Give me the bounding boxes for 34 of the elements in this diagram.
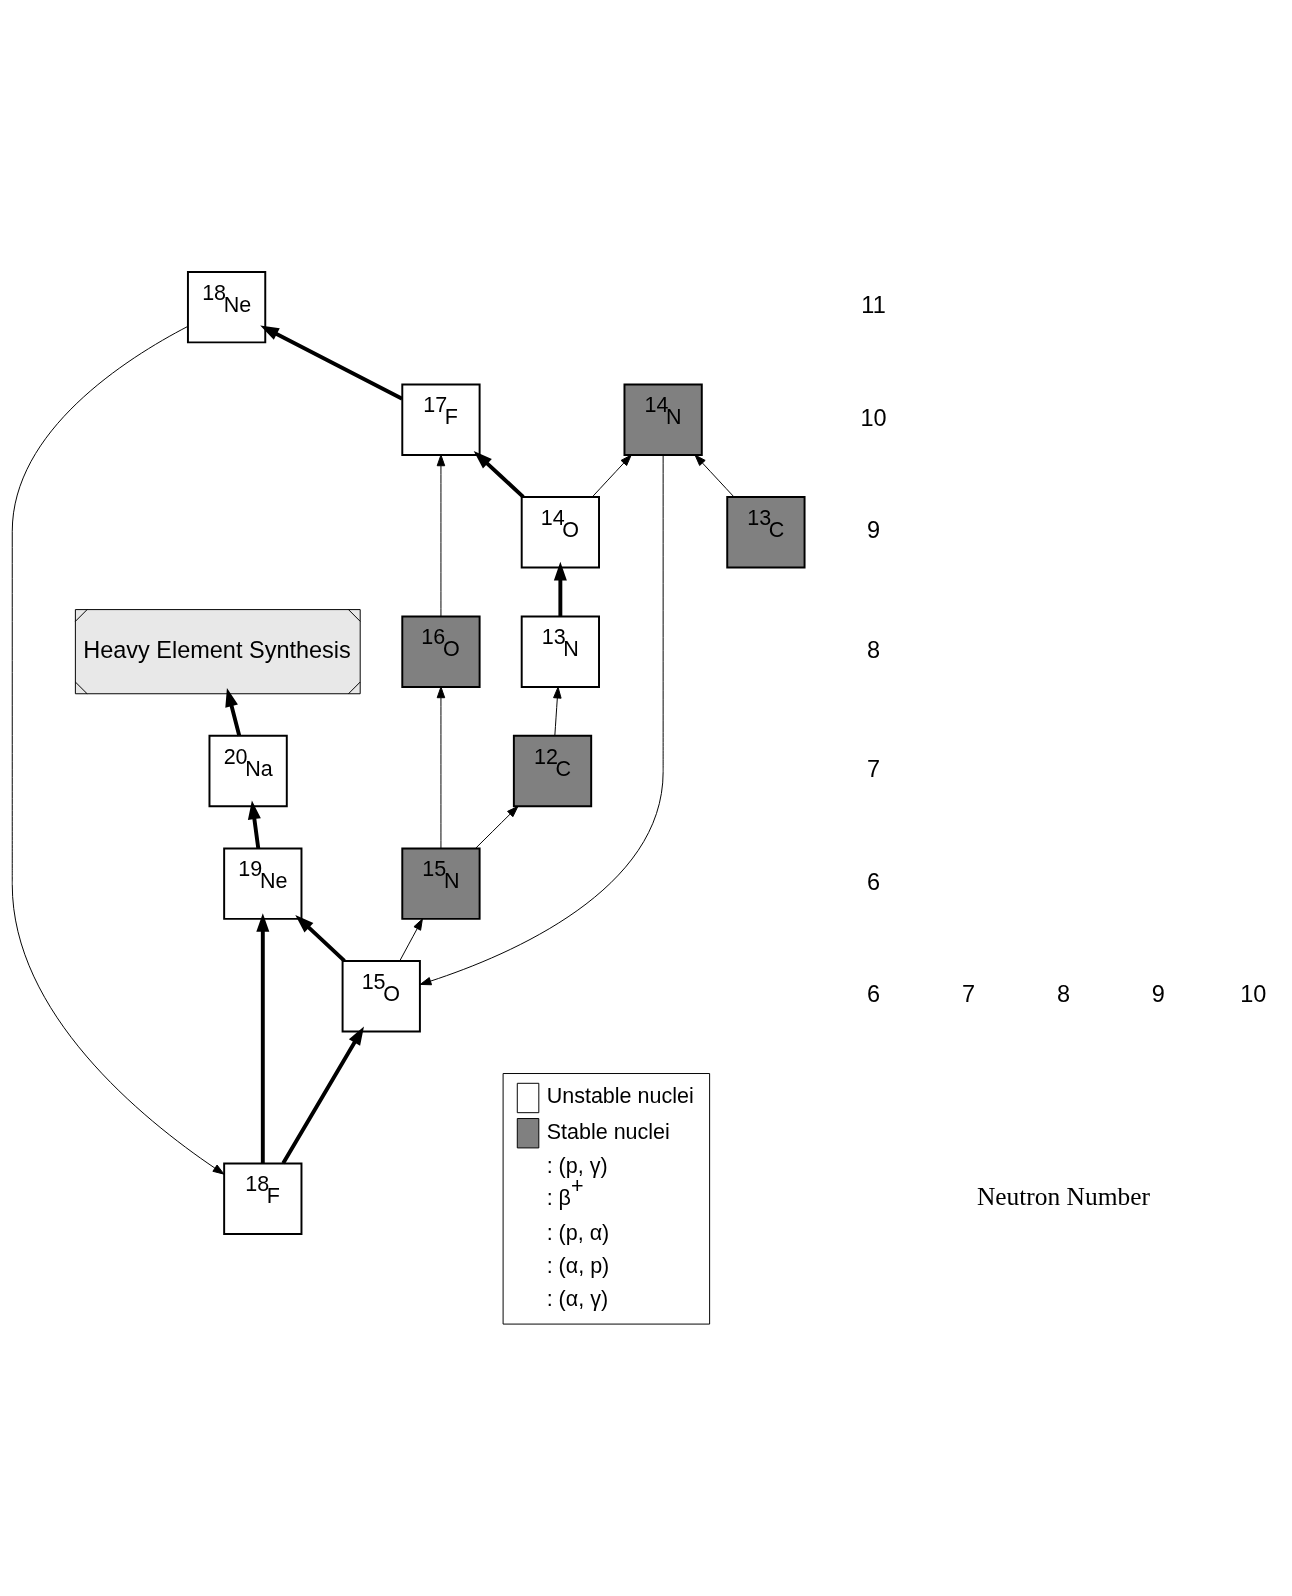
label: 6 (867, 868, 881, 895)
arrow (694, 454, 735, 498)
label: 11 (861, 292, 886, 319)
arrow (553, 561, 567, 617)
arrow (553, 686, 562, 737)
arrow (260, 325, 404, 401)
arrow (11, 325, 225, 1175)
arrow (225, 688, 242, 737)
arrow (419, 454, 664, 986)
label: 8 (867, 636, 881, 663)
label: 7 (961, 981, 976, 1008)
label: 10 (1240, 981, 1267, 1008)
arrow (475, 805, 519, 849)
label: 8 (1056, 981, 1070, 1008)
arrow (247, 800, 261, 849)
label: Neutron Number (976, 1181, 1150, 1211)
legend-label: Stable nuclei (546, 1119, 670, 1144)
arrow (399, 918, 423, 962)
arrow (256, 913, 270, 1164)
label: 10 (860, 404, 887, 431)
arrow (436, 454, 446, 617)
label: 9 (1151, 981, 1165, 1008)
arrow (436, 686, 446, 849)
label: 6 (867, 981, 881, 1008)
legend-label: : (α, γ) (546, 1287, 609, 1312)
arrow (473, 451, 525, 499)
label: 7 (867, 756, 881, 783)
label: 9 (867, 517, 881, 544)
arrow (281, 1026, 364, 1165)
legend-label: Unstable nuclei (546, 1084, 694, 1109)
arrow (591, 454, 632, 498)
legend-label: : (α, p) (546, 1253, 610, 1278)
arrow (295, 914, 346, 963)
legend-label: : (p, α) (546, 1220, 610, 1245)
